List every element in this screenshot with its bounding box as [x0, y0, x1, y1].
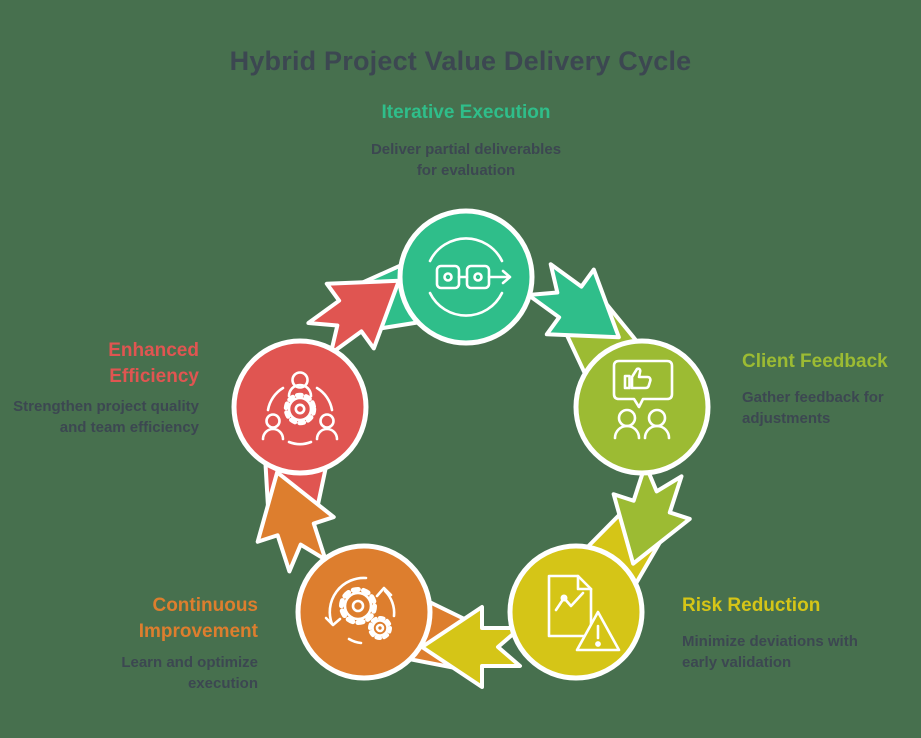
document-warning-icon — [547, 574, 621, 652]
stage-block-continuous-improvement: Continuous Improvement Learn and optimiz… — [43, 593, 258, 694]
stage-circles — [231, 208, 711, 681]
stage-description-enhanced-efficiency: Strengthen project quality and team effi… — [13, 398, 199, 436]
arrow-efficiency-to-iterative — [306, 278, 401, 356]
stage-description-client-feedback: Gather feedback for adjustments — [742, 389, 884, 427]
stage-description-risk-reduction: Minimize deviations with early validatio… — [682, 633, 858, 671]
stage-label-client-feedback: Client Feedback — [742, 351, 888, 372]
stage-description-continuous-improvement: Learn and optimize execution — [121, 654, 258, 692]
stage-description-iterative-execution: Deliver partial deliverables for evaluat… — [370, 141, 562, 179]
circle-risk-reduction — [507, 543, 645, 681]
stage-block-iterative-execution: Iterative Execution Deliver partial deli… — [283, 100, 649, 181]
team-around-gear-icon — [261, 371, 339, 446]
arrow-improvement-to-efficiency — [255, 470, 336, 574]
stage-label-enhanced-efficiency: Enhanced Efficiency — [108, 340, 199, 387]
stage-label-iterative-execution: Iterative Execution — [381, 102, 551, 123]
cycle-arrows — [255, 262, 692, 689]
gears-cycle-icon — [324, 576, 396, 645]
stage-block-risk-reduction: Risk Reduction Minimize deviations with … — [682, 593, 921, 673]
stage-label-continuous-improvement: Continuous Improvement — [138, 595, 258, 642]
iteration-workflow-arrow-icon — [428, 237, 512, 317]
stage-label-risk-reduction: Risk Reduction — [682, 595, 821, 616]
circle-client-feedback — [573, 338, 711, 476]
arrow-feedback-to-risk — [611, 462, 692, 566]
circle-enhanced-efficiency — [231, 338, 369, 476]
arrow-risk-to-improvement — [420, 605, 522, 689]
diagram-title: Hybrid Project Value Delivery Cycle — [229, 46, 692, 76]
stage-block-client-feedback: Client Feedback Gather feedback for adju… — [742, 349, 918, 429]
arrow-iterative-to-feedback — [526, 262, 621, 340]
stage-block-enhanced-efficiency: Enhanced Efficiency Strengthen project q… — [9, 338, 199, 438]
feedback-bubble-people-icon — [612, 359, 674, 440]
circle-continuous-improvement — [295, 543, 433, 681]
